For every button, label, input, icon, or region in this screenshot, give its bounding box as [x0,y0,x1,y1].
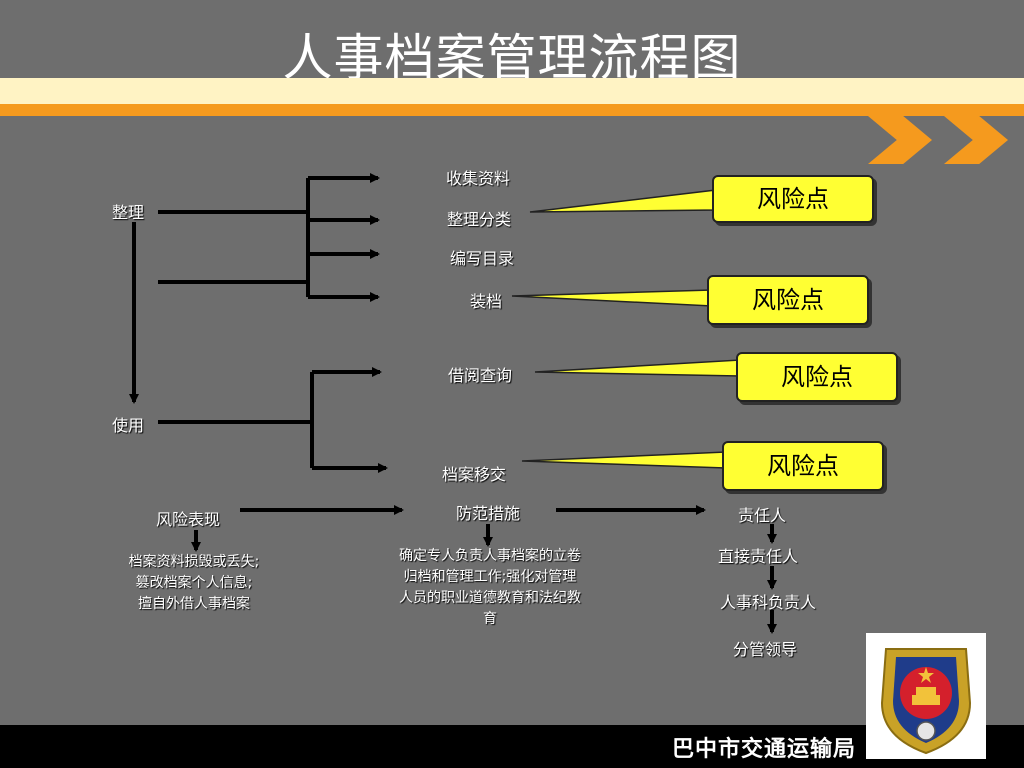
page-title: 人事档案管理流程图 [282,29,742,87]
responsibility-leader: 分管领导 [733,640,798,659]
risk-point-box: 风险点 [707,275,869,325]
measures-line: 人员的职业道德教育和法纪教 [399,590,581,606]
risk-description: 档案资料损毁或丢失; 篡改档案个人信息; 擅自外借人事档案 [96,552,292,615]
risk-line: 篡改档案个人信息; [135,575,253,591]
node-shouji: 收集资料 [446,169,511,188]
risk-line: 档案资料损毁或丢失; [128,554,260,570]
footer-bar [0,725,1024,768]
node-zhengli: 整理 [112,203,145,222]
node-yijiao: 档案移交 [442,465,507,484]
node-zhuangdang: 装档 [470,292,503,311]
measures-line: 归档和管理工作;强化对管理 [403,569,577,585]
risk-line: 擅自外借人事档案 [138,596,250,612]
header-band-light [0,78,1024,104]
responsibility-direct: 直接责任人 [718,547,799,566]
responsibility-hr-head: 人事科负责人 [720,593,817,612]
measures-header: 防范措施 [456,504,521,523]
risk-header: 风险表现 [156,510,221,529]
node-mulu: 编写目录 [450,249,515,268]
node-fenlei: 整理分类 [447,210,512,229]
node-jieyue: 借阅查询 [448,366,513,385]
risk-point-box: 风险点 [722,441,884,491]
header-band-orange [0,104,1024,116]
measures-description: 确定专人负责人事档案的立卷 归档和管理工作;强化对管理 人员的职业道德教育和法纪… [374,546,606,630]
measures-line: 育 [483,611,497,627]
measures-line: 确定专人负责人事档案的立卷 [399,548,581,564]
responsibility-header: 责任人 [738,506,787,525]
footer-org-name: 巴中市交通运输局 [671,737,856,762]
node-shiyong: 使用 [112,416,145,435]
risk-point-box: 风险点 [736,352,898,402]
police-emblem-icon [866,633,986,759]
risk-point-box: 风险点 [712,175,874,223]
